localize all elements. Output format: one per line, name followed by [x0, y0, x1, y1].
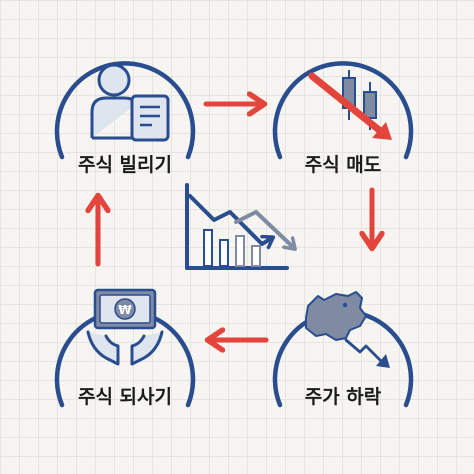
- won-symbol: ₩: [118, 303, 132, 317]
- step-ring: [272, 61, 414, 160]
- step-label: 주식 매도: [305, 154, 382, 176]
- step-ring: [54, 61, 196, 160]
- step-sell-shares: 주식 매도: [272, 61, 414, 176]
- person-document-icon: [90, 63, 170, 142]
- step-buy-back-shares: ₩ 주식 되사기: [54, 288, 196, 408]
- candlestick-down-arrow-icon: [308, 70, 392, 140]
- banknote-icon: ₩: [93, 288, 157, 330]
- step-label: 주식 되사기: [78, 386, 172, 408]
- step-label: 주가 하락: [305, 386, 382, 408]
- hands-banknote-icon: ₩: [86, 288, 164, 366]
- step-borrow-shares: 주식 빌리기: [54, 61, 196, 176]
- bear-down-arrow-icon: [305, 291, 390, 368]
- step-price-falls: 주가 하락: [272, 291, 414, 408]
- falling-chart-icon: [185, 183, 294, 270]
- step-label: 주식 빌리기: [78, 154, 172, 176]
